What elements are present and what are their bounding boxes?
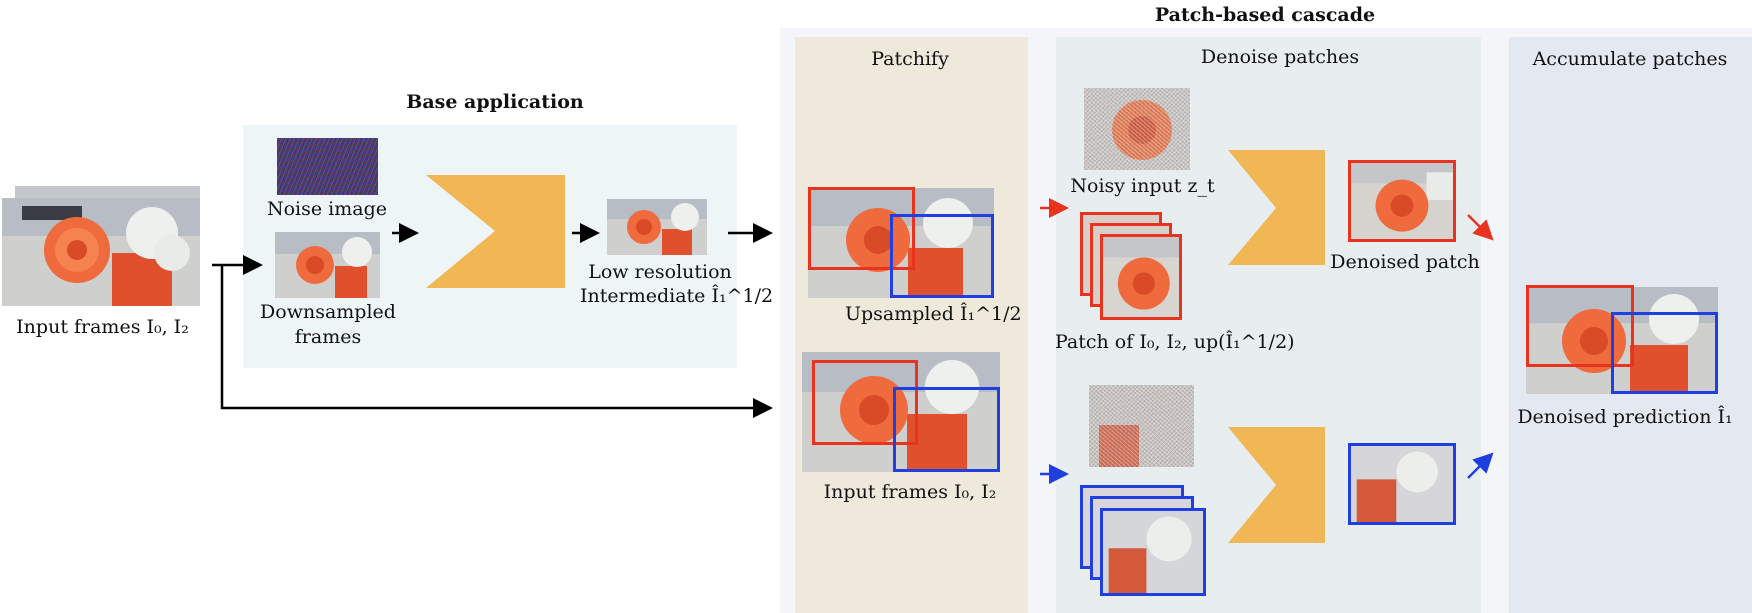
input-frames-left-label: Input frames I₀, I₂ [16,316,189,338]
input-frames-patchify-label: Input frames I₀, I₂ [823,481,997,503]
noisy-input-image [1084,88,1190,170]
noisy-input-label: Noisy input z_t [1070,175,1215,197]
input-blue-patch [893,387,1000,472]
input-frames-patchify-image [802,352,1000,472]
downsampled-label-2: frames [294,326,362,348]
cascade-title: Patch-based cascade [1154,4,1376,26]
downsampled-label-1: Downsampled [260,301,396,323]
low-resolution-label-1: Low resolution [588,261,732,283]
input-red-patch [812,360,918,445]
noise-image [277,138,378,195]
denoise-title: Denoise patches [1200,46,1360,68]
denoised-patch-label: Denoised patch [1330,251,1480,273]
patchify-region [795,37,1028,613]
upsampled-image [808,188,994,298]
accumulate-title: Accumulate patches [1532,48,1728,70]
denoised-prediction-image [1526,287,1718,394]
denoised-prediction-label: Denoised prediction Î₁ [1517,406,1733,428]
noise-image-label: Noise image [266,198,387,220]
denoised-patch-blue [1348,443,1456,525]
low-resolution-image [607,199,707,255]
denoised-patch-red [1348,160,1456,242]
upsampled-red-patch [808,187,915,270]
low-resolution-label-2: Intermediate Î₁^1/2 [580,285,774,307]
base-application-title: Base application [406,91,584,113]
patchify-title: Patchify [871,48,949,70]
prediction-red-patch [1526,285,1634,367]
downsampled-frames-image [275,232,380,298]
upsampled-blue-patch [890,214,994,298]
upsampled-label: Upsampled Î₁^1/2 [845,303,1022,325]
noisy-input-image-blue [1089,385,1194,467]
rose-photo-icon [2,198,200,306]
prediction-blue-patch [1611,312,1718,394]
patch-stack-red-front [1100,234,1182,320]
patch-of-label: Patch of I₀, I₂, up(Î₁^1/2) [1055,331,1295,353]
patch-stack-blue-front [1100,508,1206,596]
